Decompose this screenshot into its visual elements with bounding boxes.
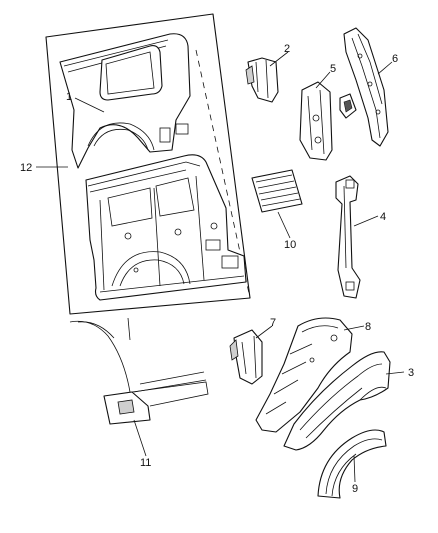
part-10-vent-grille bbox=[251, 169, 303, 213]
part-4-pillar-support bbox=[335, 175, 361, 299]
part-2-bracket bbox=[245, 57, 279, 103]
callout-12: 12 bbox=[20, 162, 32, 174]
callout-9: 9 bbox=[352, 483, 358, 495]
callout-7: 7 bbox=[270, 317, 276, 329]
body-side-inner-assembly bbox=[85, 154, 247, 301]
callout-6: 6 bbox=[392, 53, 398, 65]
part-8-wheelhouse-extension bbox=[255, 317, 353, 433]
callout-4: 4 bbox=[380, 211, 386, 223]
callout-1: 1 bbox=[66, 91, 72, 103]
callout-11: 11 bbox=[140, 457, 151, 469]
callout-3: 3 bbox=[408, 367, 414, 379]
quarter-panel-outer-upper bbox=[59, 33, 191, 169]
callout-2: 2 bbox=[284, 43, 290, 55]
callout-10: 10 bbox=[284, 239, 296, 251]
part-7-bracket bbox=[229, 329, 263, 385]
part-5-pillar-reinforcement bbox=[299, 81, 357, 161]
callout-5: 5 bbox=[330, 63, 336, 75]
part-6-rear-pillar-inner bbox=[343, 27, 389, 147]
part-11-sill-panel bbox=[69, 317, 209, 425]
part-3-wheelhouse-inner bbox=[283, 351, 391, 451]
callout-labels: 1 2 3 4 5 6 7 8 9 10 11 12 bbox=[20, 43, 414, 495]
leader-lines bbox=[36, 51, 405, 483]
part-9-wheelhouse-liner bbox=[317, 429, 387, 499]
callout-8: 8 bbox=[365, 321, 371, 333]
